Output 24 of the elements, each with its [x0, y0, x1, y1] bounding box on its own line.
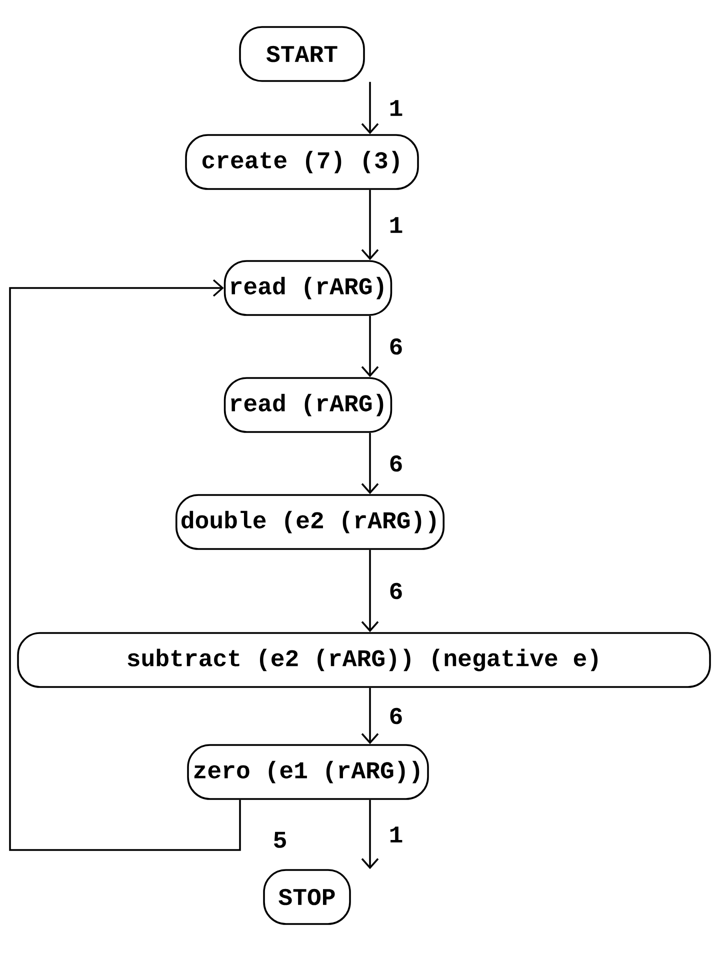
edge-label: 1: [390, 826, 402, 842]
edge-label: 6: [390, 455, 402, 472]
edge-label: 6: [390, 338, 402, 355]
terminal-box: zero (e1 (rARG)): [187, 744, 429, 800]
terminal-box: create (7) (3): [185, 134, 419, 190]
edge-label: 6: [390, 708, 402, 724]
terminal-box: START: [239, 26, 365, 82]
loop-arrow: [9, 279, 241, 851]
terminal-box: read (rARG): [224, 260, 392, 316]
terminal-box: read (rARG): [224, 377, 392, 433]
arrow: [361, 688, 379, 744]
edge-label: 1: [390, 100, 402, 116]
arrow: [361, 316, 379, 378]
terminal-box: double (e2 (rARG)): [175, 494, 445, 550]
arrow: [361, 550, 379, 632]
edge-label: 6: [390, 582, 402, 600]
arrow: [361, 800, 379, 870]
edge-label: 5: [274, 832, 286, 848]
terminal-box: subtract (e2 (rARG)) (negative e): [17, 632, 711, 688]
arrow: [361, 432, 379, 494]
edge-label: 1: [390, 217, 402, 233]
arrow: [361, 82, 379, 134]
arrow: [361, 190, 379, 260]
terminal-box: STOP: [263, 869, 351, 925]
